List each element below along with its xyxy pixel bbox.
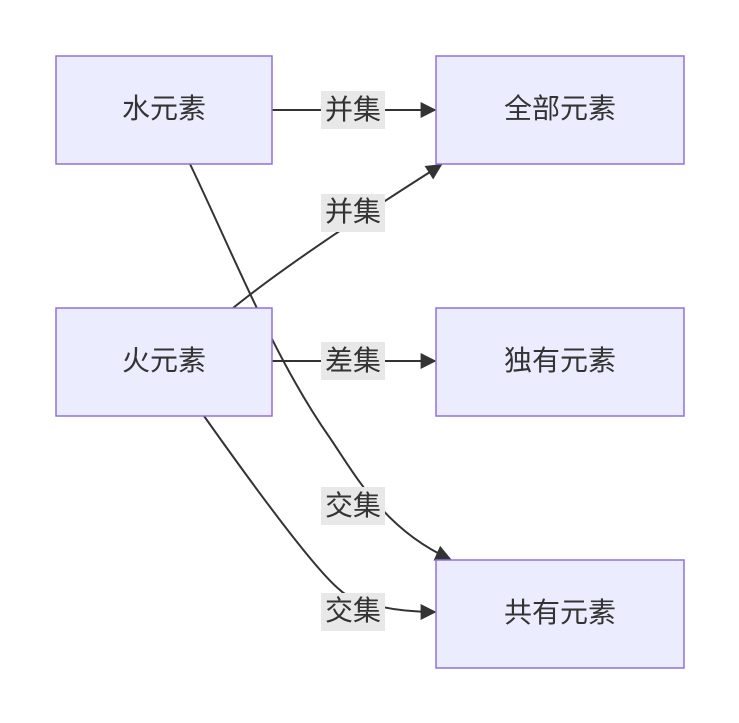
edge-water-to-common: [189, 163, 452, 561]
node-all-label: 全部元素: [504, 92, 616, 125]
edge-fire-to-all: [232, 164, 443, 309]
node-all: 全部元素: [435, 55, 685, 165]
node-water: 水元素: [55, 55, 273, 165]
edge-label-water-all-text: 并集: [325, 93, 381, 126]
edge-label-fire-all: 并集: [321, 194, 385, 232]
node-fire-label: 火元素: [122, 344, 206, 377]
edge-label-water-common-text: 交集: [325, 489, 381, 522]
node-common: 共有元素: [435, 559, 685, 669]
edge-label-fire-common-text: 交集: [325, 594, 381, 627]
edge-label-fire-unique: 差集: [321, 342, 385, 380]
node-fire: 火元素: [55, 307, 273, 417]
edge-label-water-all: 并集: [321, 91, 385, 129]
node-unique-label: 独有元素: [504, 344, 616, 377]
node-common-label: 共有元素: [504, 596, 616, 629]
edge-fire-to-common: [203, 415, 437, 620]
node-unique: 独有元素: [435, 307, 685, 417]
edge-label-fire-unique-text: 差集: [325, 344, 381, 377]
edge-label-fire-common: 交集: [321, 593, 385, 631]
edge-label-water-common: 交集: [321, 487, 385, 525]
node-water-label: 水元素: [122, 92, 206, 125]
edge-label-fire-all-text: 并集: [325, 195, 381, 228]
